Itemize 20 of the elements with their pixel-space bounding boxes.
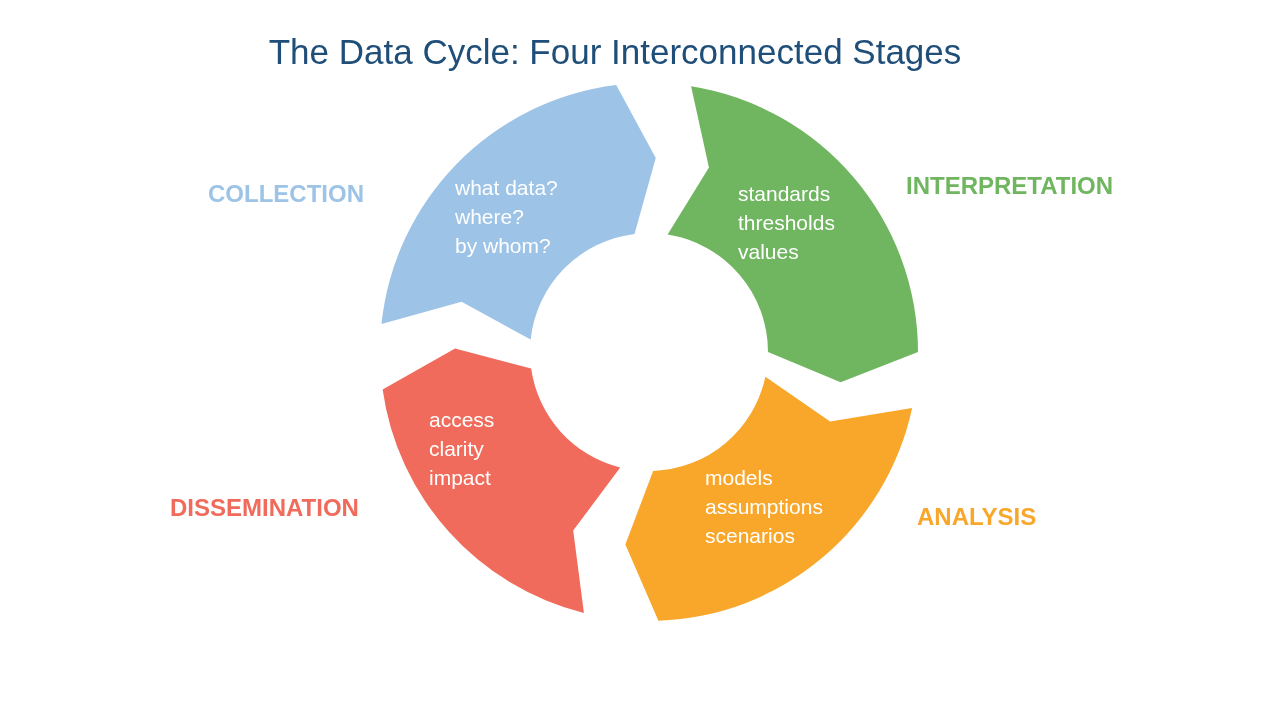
arrow-segment [625,376,913,621]
stage-item: scenarios [705,523,796,549]
stage-item: assumptions [705,494,823,520]
stage-item: by whom? [455,233,552,259]
stage-label: DISSEMINATION [170,494,360,522]
stage-item: access [429,407,495,433]
stage-label: ANALYSIS [917,503,1038,531]
stage-item: clarity [429,436,485,462]
stage-label: INTERPRETATION [906,172,1115,200]
arrow-segment [382,348,621,613]
stage-label: COLLECTION [208,180,365,208]
stage-item: standards [738,181,832,207]
arrow-segment [381,85,656,340]
stage-item: models [705,465,774,491]
stage-item: impact [429,465,492,491]
stage-item: what data? [455,175,558,201]
title: The Data Cycle: Four Interconnected Stages [267,32,963,72]
stage-item: where? [455,204,525,230]
stage-item: thresholds [738,210,835,236]
stage-item: values [738,239,800,265]
